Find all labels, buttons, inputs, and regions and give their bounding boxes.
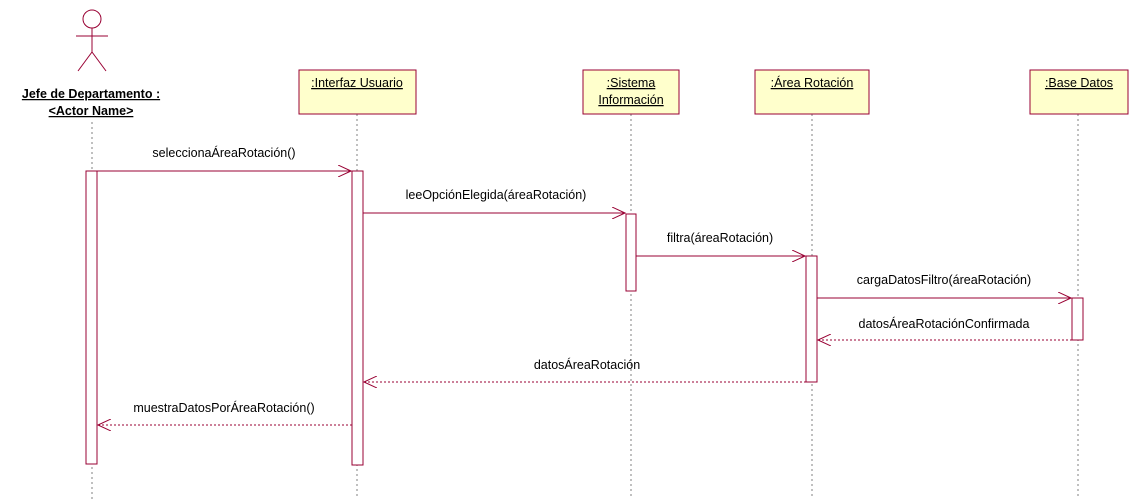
message-1-label: seleccionaÁreaRotación() xyxy=(152,145,295,160)
actor-name-line1: Jefe de Departamento : xyxy=(22,87,160,101)
message-5-label: datosÁreaRotaciónConfirmada xyxy=(859,316,1030,331)
activation-interfaz xyxy=(351,170,364,466)
object-sistema-label-line1: :Sistema xyxy=(607,76,656,90)
message-1: seleccionaÁreaRotación() xyxy=(97,145,351,171)
message-3: filtra(áreaRotación) xyxy=(636,231,805,256)
message-2: leeOpciónElegida(áreaRotación) xyxy=(363,188,625,213)
object-interfaz[interactable]: :Interfaz Usuario xyxy=(298,69,417,115)
activation-base xyxy=(1071,297,1084,341)
object-interfaz-label: :Interfaz Usuario xyxy=(311,76,403,90)
object-sistema-label-line2: Información xyxy=(598,93,663,107)
activation-sistema xyxy=(625,213,637,292)
message-4-label: cargaDatosFiltro(áreaRotación) xyxy=(857,273,1031,287)
message-7: muestraDatosPorÁreaRotación() xyxy=(98,400,352,425)
stick-figure-actor-icon xyxy=(76,9,108,72)
object-sistema[interactable]: :Sistema Información xyxy=(582,69,680,115)
object-area-label: :Área Rotación xyxy=(771,75,854,90)
message-6-label: datosÁreaRotación xyxy=(534,357,640,372)
message-7-label: muestraDatosPorÁreaRotación() xyxy=(133,400,314,415)
object-base[interactable]: :Base Datos xyxy=(1029,69,1129,115)
activation-actor xyxy=(85,170,98,465)
activation-area xyxy=(805,255,818,383)
object-area[interactable]: :Área Rotación xyxy=(754,69,870,115)
message-6: datosÁreaRotación xyxy=(364,357,806,382)
message-2-label: leeOpciónElegida(áreaRotación) xyxy=(406,188,587,202)
actor-name-line2: <Actor Name> xyxy=(49,104,134,118)
object-base-label: :Base Datos xyxy=(1045,76,1113,90)
message-5: datosÁreaRotaciónConfirmada xyxy=(818,316,1072,340)
message-3-label: filtra(áreaRotación) xyxy=(667,231,773,245)
message-4: cargaDatosFiltro(áreaRotación) xyxy=(817,273,1071,298)
